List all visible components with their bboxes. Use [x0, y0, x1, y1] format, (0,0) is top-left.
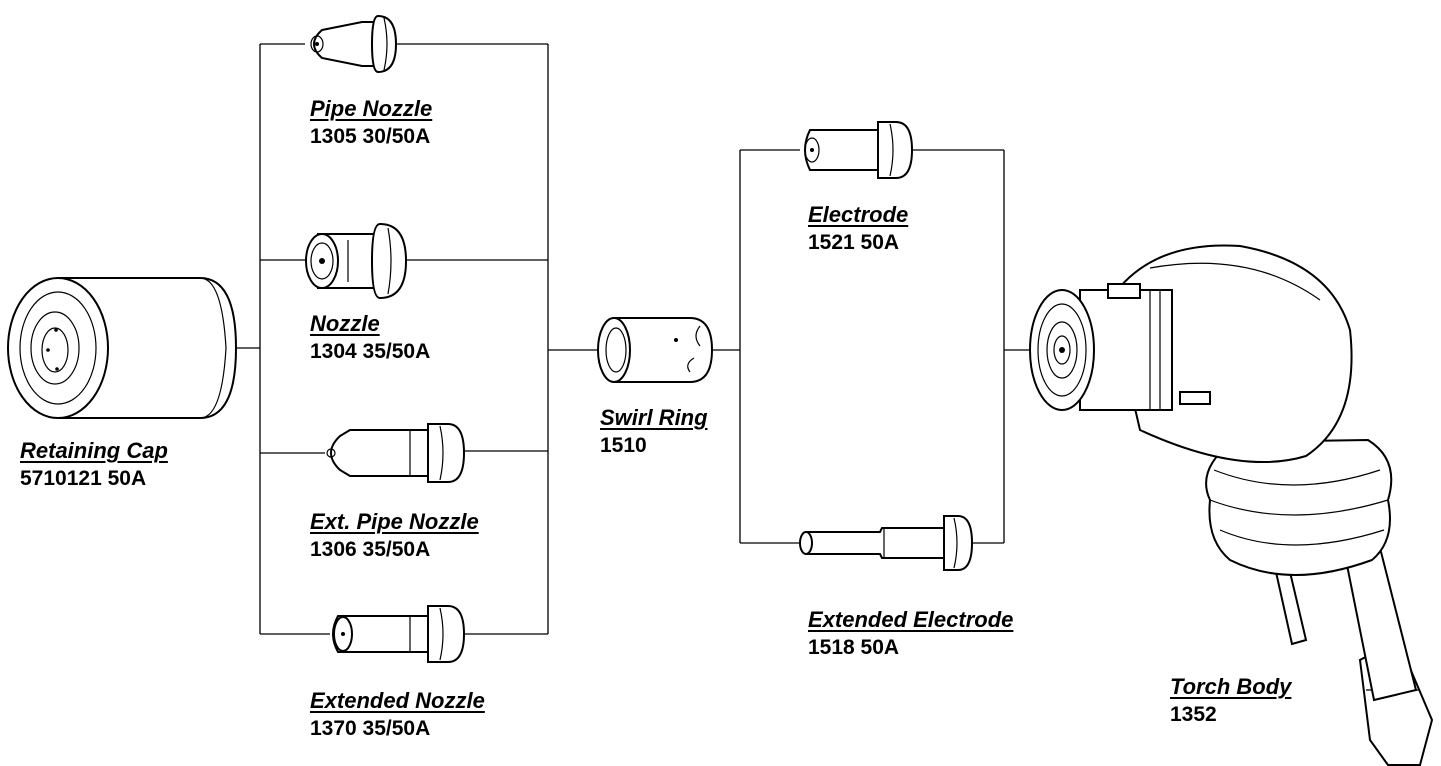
extended-nozzle-icon	[332, 605, 466, 663]
part-number: 1510	[600, 434, 647, 457]
swirl-ring-label: Swirl Ring 1510	[600, 405, 708, 457]
part-name: Ext. Pipe Nozzle	[310, 509, 479, 534]
ext-pipe-nozzle-icon	[326, 423, 466, 483]
part-number: 1306 35/50A	[310, 538, 431, 561]
part-number: 1521 50A	[808, 231, 900, 254]
torch-body-icon	[1029, 244, 1434, 766]
part-name: Swirl Ring	[600, 405, 708, 430]
extended-nozzle-label: Extended Nozzle 1370 35/50A	[310, 688, 485, 740]
extended-electrode-label: Extended Electrode 1518 50A	[808, 607, 1014, 659]
part-name: Torch Body	[1170, 674, 1292, 699]
electrode-icon	[804, 121, 914, 179]
part-number: 1305 30/50A	[310, 125, 431, 148]
part-name: Extended Nozzle	[310, 688, 485, 713]
part-number: 5710121 50A	[20, 467, 147, 490]
retaining-cap-icon	[7, 277, 238, 419]
part-name: Pipe Nozzle	[310, 96, 433, 121]
part-number: 1352	[1170, 703, 1217, 726]
part-name: Extended Electrode	[808, 607, 1014, 632]
swirl-ring-icon	[597, 317, 714, 383]
torch-body-label: Torch Body 1352	[1170, 674, 1292, 726]
part-number: 1518 50A	[808, 636, 900, 659]
part-name: Retaining Cap	[20, 438, 168, 463]
nozzle-label: Nozzle 1304 35/50A	[310, 311, 431, 363]
part-name: Electrode	[808, 202, 909, 227]
pipe-nozzle-icon	[310, 14, 398, 74]
connector-lines	[237, 43, 1030, 635]
electrode-label: Electrode 1521 50A	[808, 202, 909, 254]
extended-electrode-icon	[799, 515, 974, 571]
part-number: 1370 35/50A	[310, 717, 431, 740]
pipe-nozzle-label: Pipe Nozzle 1305 30/50A	[310, 96, 433, 148]
ext-pipe-nozzle-label: Ext. Pipe Nozzle 1306 35/50A	[310, 509, 479, 561]
retaining-cap-label: Retaining Cap 5710121 50A	[20, 438, 168, 490]
part-name: Nozzle	[310, 311, 380, 336]
nozzle-icon	[305, 222, 408, 300]
part-number: 1304 35/50A	[310, 340, 431, 363]
